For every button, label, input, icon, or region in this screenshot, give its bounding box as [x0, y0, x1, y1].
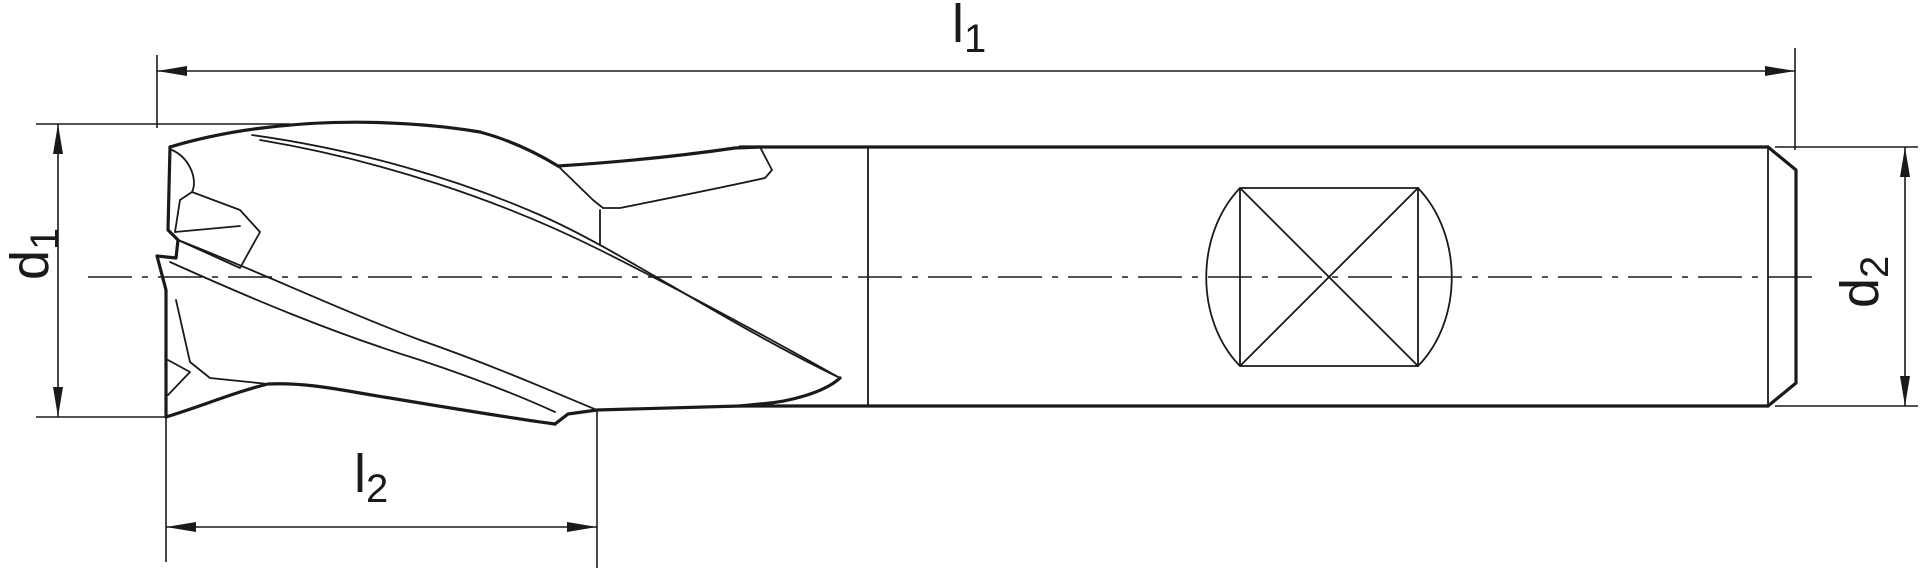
clamping-flat-diagonal-2 [1239, 187, 1419, 367]
cutting-head [155, 120, 842, 426]
cutter-top-outline [168, 120, 560, 168]
label-l1: l1 [952, 0, 986, 61]
arrowhead-l2-right [567, 522, 597, 532]
clamping-flat-right-arc [1417, 187, 1453, 367]
dimension-l2: l2 [165, 410, 598, 568]
cutter-bottom-outline [164, 382, 557, 426]
shank-chamfer-end [1766, 145, 1798, 408]
front-face-facet-2 [177, 191, 261, 269]
label-l2: l2 [354, 444, 388, 511]
arrowhead-d2-top [1900, 147, 1910, 177]
flute-top-relief [557, 146, 773, 209]
arrowhead-l1-left [157, 66, 187, 76]
dimension-d2: d2 [1775, 146, 1918, 407]
helix-bottom-1 [169, 261, 556, 413]
shank [738, 145, 1798, 408]
flute-tip [738, 376, 842, 408]
arrowhead-l2-left [166, 522, 196, 532]
front-face-facet-1 [171, 149, 195, 233]
flute-bottom-edge [553, 404, 742, 426]
arrowhead-l1-right [1765, 66, 1795, 76]
cutter-front-face [155, 145, 180, 419]
helix-top-2 [259, 139, 841, 379]
dimension-l1: l1 [156, 0, 1796, 150]
label-d1: d1 [0, 228, 67, 280]
front-face-facet-3 [174, 225, 241, 233]
arrowhead-d1-bottom [53, 387, 63, 417]
helix-top-1 [251, 134, 841, 379]
clamping-flat-left-arc [1205, 187, 1241, 367]
clamping-flat-rectangle [1239, 187, 1419, 367]
flute-bottom-facet [167, 359, 191, 396]
dimension-d1: d1 [0, 123, 290, 418]
arrowhead-d1-top [53, 124, 63, 154]
flute-top-land [556, 145, 762, 168]
arrowhead-d2-bottom [1900, 376, 1910, 406]
helix-bottom-2 [177, 239, 598, 411]
flute-bottom-relief [175, 299, 269, 385]
clamping-flat [1205, 187, 1453, 367]
label-d2: d2 [1830, 256, 1897, 308]
